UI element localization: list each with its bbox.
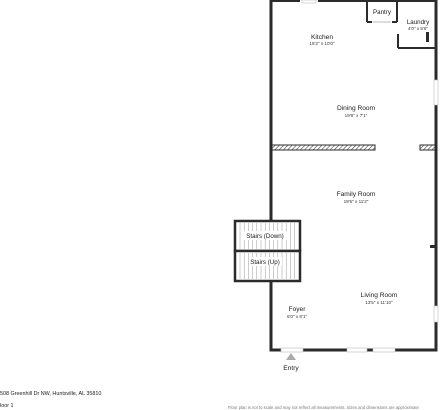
laundry-dims: 4'0" x 5'6" <box>408 26 428 31</box>
exterior-walls <box>269 0 438 352</box>
foyer-name: Foyer <box>289 306 307 313</box>
kitchen-name: Kitchen <box>311 34 333 41</box>
window-east-living <box>433 305 439 323</box>
stairs-down-label-bg <box>242 231 289 240</box>
foyer-dims: 6'0" x 8'1" <box>287 314 307 319</box>
family-name: Family Room <box>337 191 376 198</box>
pantry-door <box>373 21 391 23</box>
entry-door <box>280 347 304 353</box>
dining-name: Dining Room <box>337 105 376 112</box>
kitchen-dims: 15'2" x 10'0" <box>309 41 335 46</box>
stairs-block <box>233 219 302 283</box>
window-north <box>301 0 317 4</box>
pantry-name: Pantry <box>373 9 392 16</box>
laundry-name: Laundry <box>407 19 430 26</box>
living-name: Living Room <box>361 292 398 299</box>
floor-label: loor 1 <box>0 403 14 409</box>
window-east <box>433 79 439 106</box>
dining-dims: 19'6" x 7'1" <box>345 113 368 118</box>
property-address: 508 Greenhill Dr NW, Huntsville, AL 3581… <box>0 391 102 397</box>
family-dims: 19'5" x 11'2" <box>344 199 369 204</box>
pantry-walls <box>366 1 398 23</box>
laundry-walls <box>397 34 436 49</box>
disclaimer: Floor plan is not to scale and may not r… <box>228 405 419 410</box>
laundry-door-stop <box>426 32 429 42</box>
stairs-up-label: Stairs (Up) <box>250 259 280 266</box>
entry-arrow-icon <box>286 353 296 360</box>
entry-label: Entry <box>283 365 299 372</box>
window-south-2 <box>372 347 396 353</box>
windows <box>301 0 439 353</box>
window-south-1 <box>346 347 368 353</box>
stairs-down-label: Stairs (Down) <box>246 233 283 240</box>
living-dims: 13'5" x 11'10" <box>365 300 393 305</box>
half-wall <box>271 144 376 151</box>
wall-jog <box>430 245 436 248</box>
half-wall-right <box>419 144 436 151</box>
stairs-up-label-bg <box>249 257 282 266</box>
